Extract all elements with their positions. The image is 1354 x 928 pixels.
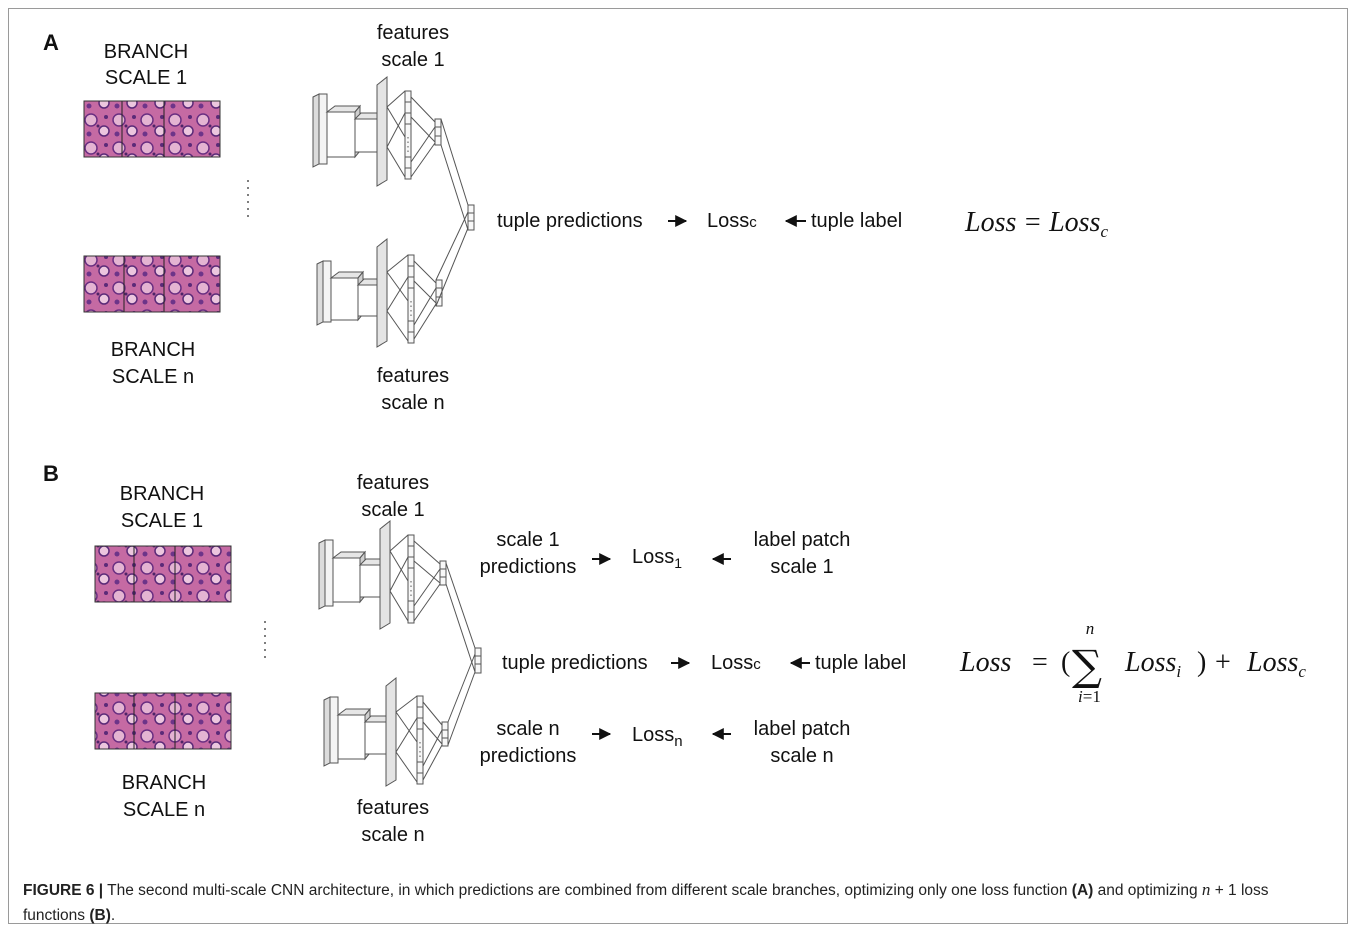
branch-scale-1-label: BRANCH — [104, 41, 188, 63]
summation-icon: ∑ — [1072, 641, 1102, 690]
svg-text:=: = — [1032, 647, 1048, 678]
label-patch-scale-n-label: scale n — [770, 745, 833, 767]
cnn-branch-scale-1 — [318, 519, 447, 630]
svg-text:Loss: Loss — [959, 647, 1011, 678]
features-scale-n-label: features — [377, 365, 449, 387]
tissue-patch-tuple-scale-1 — [94, 545, 232, 603]
panel-b: B BRANCH SCALE 1 BRANCH SCALE n features… — [43, 461, 1306, 846]
figure-caption: FIGURE 6 | The second multi-scale CNN ar… — [23, 880, 1269, 924]
architecture-diagram: A BRANCH SCALE 1 BRANCH SCALE n features… — [43, 22, 1306, 846]
svg-text:): ) — [1197, 647, 1206, 678]
label-patch-scale-1-label: label patch — [754, 529, 851, 551]
tuple-label-label: tuple label — [811, 210, 902, 232]
features-scale-1-label: scale 1 — [381, 49, 444, 71]
scale-1-predictions-label: predictions — [480, 556, 577, 578]
panel-label-b: B — [43, 461, 59, 486]
svg-text:Lossc: Lossc — [1246, 647, 1306, 681]
loss-c-label: Lossc — [711, 652, 761, 674]
branch-scale-1-label: BRANCH — [120, 483, 204, 505]
loss-1-label: Loss1 — [632, 546, 682, 571]
svg-text:+: + — [1215, 647, 1231, 678]
features-scale-1-label: scale 1 — [361, 499, 424, 521]
scale-1-predictions-label: scale 1 — [496, 529, 559, 551]
svg-text:n: n — [1086, 619, 1095, 638]
tuple-predictions-label: tuple predictions — [497, 210, 643, 232]
combined-output-layer — [435, 118, 475, 307]
vertical-ellipsis-icon — [247, 180, 249, 217]
branch-scale-n-label: BRANCH — [111, 339, 195, 361]
branch-scale-n-label: SCALE n — [123, 799, 205, 821]
branch-scale-n-label: SCALE n — [112, 366, 194, 388]
equation-a: Loss = Lossc — [964, 207, 1108, 241]
cnn-branch-scale-n — [323, 676, 449, 787]
branch-scale-1-label: SCALE 1 — [105, 67, 187, 89]
label-patch-scale-1-label: scale 1 — [770, 556, 833, 578]
panel-a: A BRANCH SCALE 1 BRANCH SCALE n features… — [43, 22, 1108, 414]
features-scale-n-label: scale n — [361, 824, 424, 846]
svg-text:i=1: i=1 — [1078, 687, 1101, 706]
vertical-ellipsis-icon — [264, 621, 266, 658]
tissue-patch-tuple-scale-n — [94, 692, 232, 750]
features-scale-1-label: features — [357, 472, 429, 494]
features-scale-n-label: scale n — [381, 392, 444, 414]
tissue-patch-tuple-scale-1 — [83, 100, 221, 158]
panel-label-a: A — [43, 30, 59, 55]
loss-n-label: Lossn — [632, 724, 683, 750]
loss-c-label: Lossc — [707, 210, 757, 232]
svg-text:Lossi: Lossi — [1124, 647, 1181, 681]
tuple-label-label: tuple label — [815, 652, 906, 674]
tissue-patch-tuple-scale-n — [83, 255, 221, 313]
figure-frame — [8, 8, 1348, 924]
features-scale-n-label: features — [357, 797, 429, 819]
combined-output-layer — [445, 562, 482, 746]
scale-n-predictions-label: predictions — [480, 745, 577, 767]
branch-scale-n-label: BRANCH — [122, 772, 206, 794]
scale-n-predictions-label: scale n — [496, 718, 559, 740]
tuple-predictions-label: tuple predictions — [502, 652, 648, 674]
cnn-branch-scale-1 — [312, 75, 442, 187]
svg-text:(: ( — [1061, 647, 1070, 678]
figure-number: FIGURE 6 | — [23, 882, 104, 899]
features-scale-1-label: features — [377, 22, 449, 44]
label-patch-scale-n-label: label patch — [754, 718, 851, 740]
equation-b: Loss = ( ∑ n i=1 Lossi ) + Lossc — [959, 619, 1306, 706]
cnn-branch-scale-n — [316, 237, 443, 348]
branch-scale-1-label: SCALE 1 — [121, 510, 203, 532]
